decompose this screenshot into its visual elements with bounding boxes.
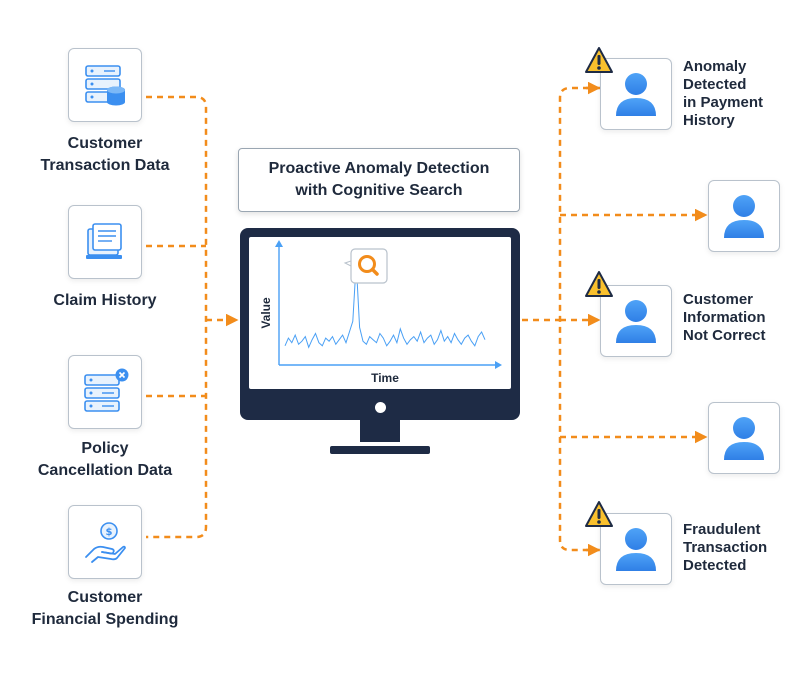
x-axis-arrow — [495, 361, 502, 369]
warning-icon — [585, 47, 613, 73]
output-box-2 — [708, 180, 780, 252]
source-box-policy — [68, 355, 142, 429]
monitor-screen: Value Time — [249, 237, 511, 389]
title-line-2: with Cognitive Search — [295, 182, 463, 199]
output-label-1: Anomaly Detected in Payment History — [683, 58, 764, 129]
source-box-spending: $ — [68, 505, 142, 579]
user-icon — [613, 70, 659, 118]
output-label-3: Customer Information Not Correct — [683, 291, 766, 344]
user-icon — [721, 192, 767, 240]
y-axis-arrow — [275, 240, 283, 247]
user-icon — [721, 414, 767, 462]
search-magnifier-icon — [343, 248, 388, 284]
monitor-power-dot — [375, 402, 386, 413]
source-label-claim: Claim History — [53, 292, 157, 309]
database-cancel-icon — [84, 368, 129, 412]
warning-icon — [585, 501, 613, 527]
anomaly-chart: Value Time — [259, 240, 502, 385]
hand-coin-icon: $ — [85, 522, 126, 563]
svg-text:$: $ — [106, 527, 113, 538]
user-icon — [613, 525, 659, 573]
database-icon — [85, 65, 125, 106]
monitor: Value Time — [240, 228, 520, 420]
monitor-stand-base — [330, 446, 430, 454]
warning-icon — [585, 271, 613, 297]
source-box-claim — [68, 205, 142, 279]
y-axis-label: Value — [259, 297, 273, 329]
monitor-stand — [360, 420, 400, 442]
series-line — [284, 262, 486, 349]
x-axis-label: Time — [371, 371, 399, 385]
title-line-1: Proactive Anomaly Detection — [268, 160, 490, 177]
user-icon — [613, 297, 659, 345]
diagram-title-box: Proactive Anomaly Detection with Cogniti… — [238, 148, 520, 212]
document-icon — [86, 223, 122, 259]
output-label-5: Fraudulent Transaction Detected — [683, 521, 768, 574]
source-box-transaction — [68, 48, 142, 122]
